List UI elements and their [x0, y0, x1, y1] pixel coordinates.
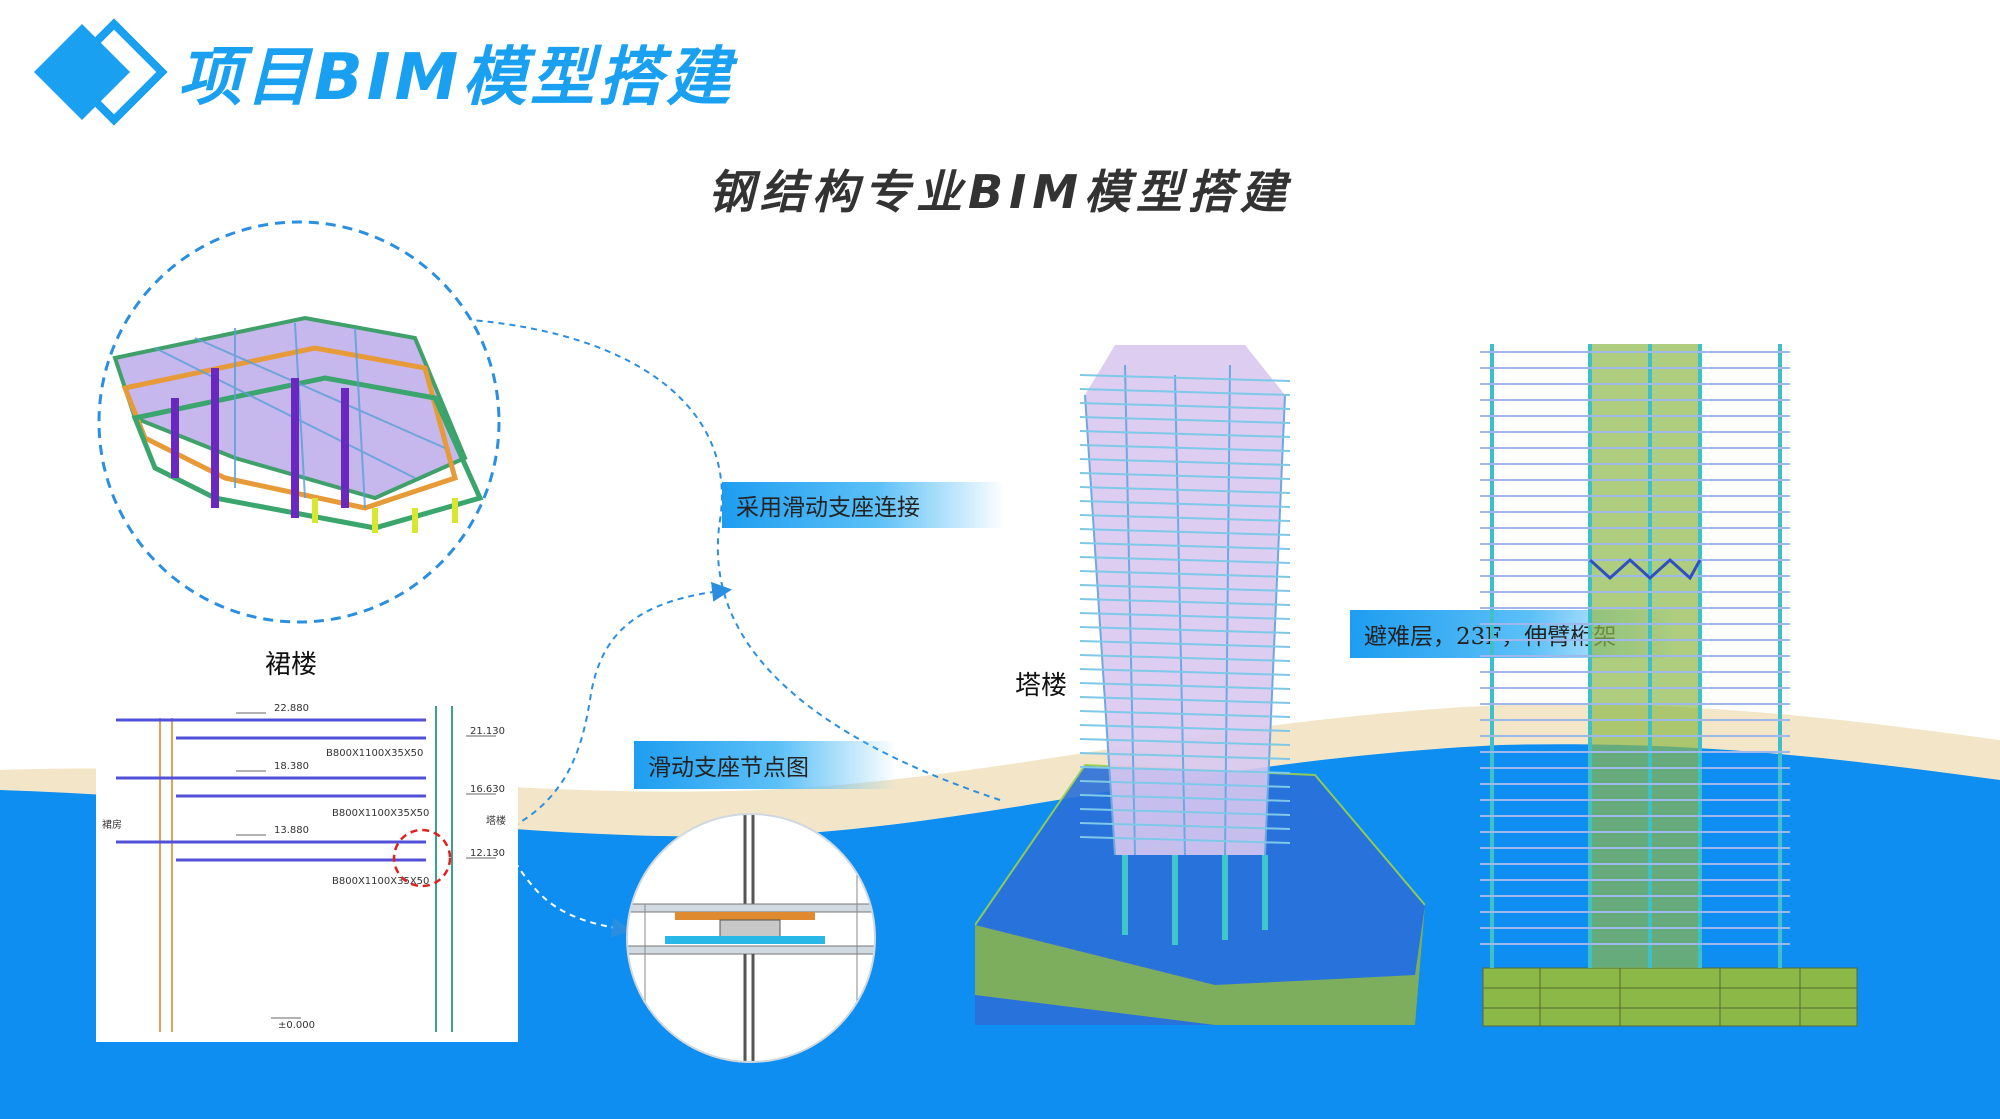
- section-drawing: 22.880 21.130 18.380 16.630 13.880 12.13…: [96, 700, 518, 1042]
- elevation-label: 22.880: [274, 703, 309, 714]
- sliding-connection-tag: 采用滑动支座连接: [722, 482, 1005, 528]
- elevation-label: 18.380: [274, 761, 309, 772]
- podium-3d-model: [97, 220, 501, 624]
- elevation-label: 12.130: [470, 848, 505, 859]
- diamond-logo-icon: [34, 18, 168, 126]
- tower-room-label: 塔楼: [486, 814, 506, 827]
- elevation-label: 13.880: [274, 825, 309, 836]
- podium-room-label: 裙房: [102, 818, 122, 831]
- elevation-label: 16.630: [470, 784, 505, 795]
- elevation-label: 21.130: [470, 726, 505, 737]
- sliding-node-detail: [626, 813, 876, 1063]
- beam-spec: B800X1100X35X50: [332, 808, 429, 819]
- beam-spec: B800X1100X35X50: [332, 876, 429, 887]
- podium-label: 裙楼: [265, 650, 318, 680]
- elevation-label: ±0.000: [278, 1020, 315, 1031]
- page-title: 项目BIM模型搭建: [178, 41, 735, 115]
- tower-3d-model: [975, 345, 1425, 1025]
- section-subtitle: 钢结构专业BIM模型搭建: [708, 165, 1292, 219]
- sliding-node-tag: 滑动支座节点图: [634, 741, 897, 789]
- beam-spec: B800X1100X35X50: [326, 748, 423, 759]
- tower-elevation-model: [1480, 344, 1858, 1027]
- tower-label: 塔楼: [1015, 671, 1068, 701]
